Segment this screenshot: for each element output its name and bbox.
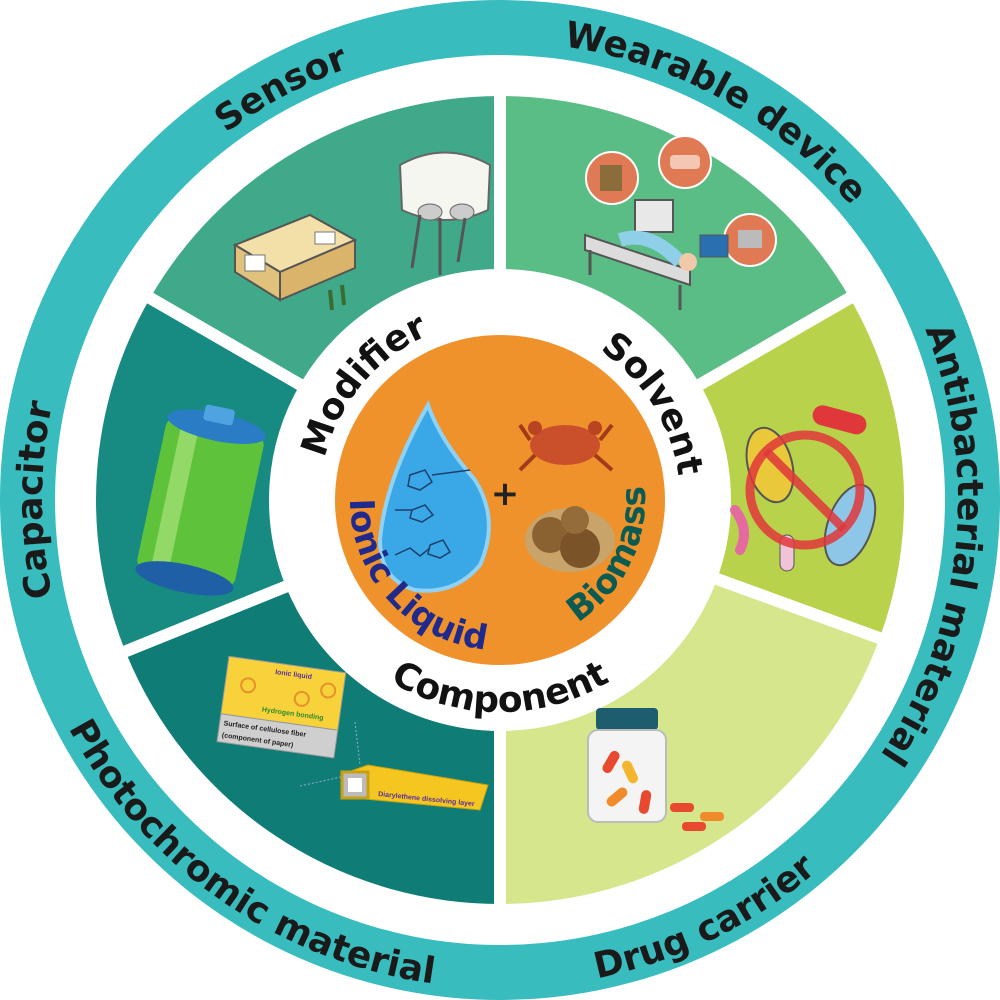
ionic-liquid-drop-icon xyxy=(377,400,491,593)
photochromic-icon: Ionic liquid Hydrogen bonding Surface of… xyxy=(216,655,489,811)
biomass-icon xyxy=(525,506,615,572)
sensor-icon xyxy=(232,151,492,311)
antibacterial-icon xyxy=(730,405,877,572)
wearable-device-icon xyxy=(584,135,777,310)
drug-carrier-icon xyxy=(587,708,724,831)
molecule-structure-icon xyxy=(394,469,471,559)
battery-icon xyxy=(135,404,266,596)
plus-sign: + xyxy=(491,474,520,514)
crab-icon xyxy=(518,421,614,472)
